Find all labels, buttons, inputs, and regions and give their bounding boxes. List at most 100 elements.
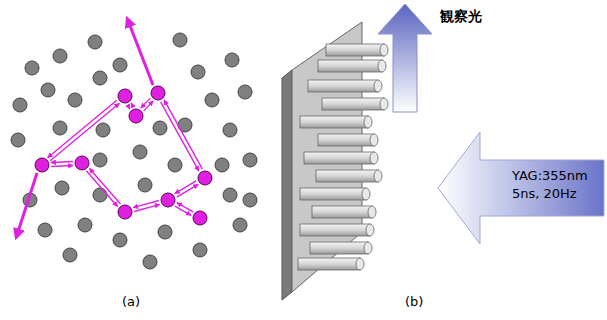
scatter-path xyxy=(128,105,130,109)
scatter-path xyxy=(51,161,73,162)
scatterer xyxy=(133,145,147,159)
scatterer xyxy=(93,188,107,202)
nanorod xyxy=(300,188,366,200)
scatterer-active xyxy=(118,89,132,103)
scatter-path xyxy=(51,165,73,166)
scatterer xyxy=(55,181,69,195)
scatterer xyxy=(68,93,82,107)
scatterer xyxy=(158,225,172,239)
scatter-path xyxy=(86,171,117,206)
scatterer-active xyxy=(198,171,212,185)
nanorod xyxy=(310,242,368,254)
scatterer xyxy=(173,33,187,47)
scatter-path xyxy=(177,203,193,212)
nanorod xyxy=(300,116,368,128)
scatterer xyxy=(88,35,102,49)
excitation-arrow xyxy=(438,132,604,244)
nanorod-end xyxy=(364,242,372,254)
nanorod-end xyxy=(368,206,376,218)
nanorod xyxy=(326,44,384,56)
scatterer xyxy=(63,248,77,262)
scatterer xyxy=(225,53,239,67)
scatterer xyxy=(53,49,67,63)
nanorod xyxy=(322,98,384,110)
nanorod xyxy=(300,224,370,236)
nanorod-end xyxy=(370,134,378,146)
scatterer-active xyxy=(129,109,143,123)
scatterer-active xyxy=(35,158,49,172)
nanorod xyxy=(304,152,374,164)
nanorod-end xyxy=(378,60,386,72)
nanorod-end xyxy=(356,258,364,270)
scatterer xyxy=(113,233,127,247)
scatterer-active xyxy=(193,211,207,225)
scatter-path xyxy=(48,100,117,157)
scatter-path xyxy=(134,204,160,211)
nanorod xyxy=(318,134,374,146)
scatterer xyxy=(243,153,257,167)
scatterer xyxy=(191,65,205,79)
nanorod-end xyxy=(366,224,374,236)
scatterer xyxy=(223,123,237,137)
panel-label: (b) xyxy=(405,294,423,310)
light-paths xyxy=(16,18,212,238)
scatterer xyxy=(41,83,55,97)
scatterer-active xyxy=(161,193,175,207)
scatterer xyxy=(53,121,67,135)
scatterer xyxy=(205,93,219,107)
nanorod-array xyxy=(298,44,388,270)
nanorod xyxy=(298,258,360,270)
scatterer xyxy=(93,153,107,167)
scatterer xyxy=(96,123,110,137)
scatterer-active xyxy=(118,205,132,219)
scatter-path xyxy=(50,103,119,160)
scatterer xyxy=(113,58,127,72)
scatter-path xyxy=(164,100,202,169)
scatterer xyxy=(25,61,39,75)
arrow-label: 5ns, 20Hz xyxy=(512,186,577,202)
nanorod-end xyxy=(364,116,372,128)
scatterer xyxy=(238,85,252,99)
escape-ray xyxy=(16,173,37,238)
observation-arrow xyxy=(378,4,432,112)
panel-label: (a) xyxy=(122,294,140,310)
scatterer xyxy=(223,188,237,202)
nanorod-end xyxy=(374,80,382,92)
scatterer xyxy=(138,178,152,192)
scatterer xyxy=(11,133,25,147)
nanorod xyxy=(316,170,378,182)
scatterer-active xyxy=(151,86,165,100)
scatterer xyxy=(38,223,52,237)
scatter-path xyxy=(133,200,159,207)
scatter-path xyxy=(175,181,197,194)
scatterer xyxy=(233,218,247,232)
scatterer xyxy=(193,243,207,257)
scatter-path xyxy=(131,103,133,107)
scatter-diagram xyxy=(11,33,257,269)
scatterer xyxy=(143,255,157,269)
scatter-path xyxy=(161,102,199,171)
scatterer-active xyxy=(75,156,89,170)
scatter-path xyxy=(89,168,120,203)
escape-ray xyxy=(127,18,153,85)
nanorod xyxy=(318,60,382,72)
scatterer xyxy=(78,218,92,232)
scatterer xyxy=(93,71,107,85)
nanorod xyxy=(308,80,378,92)
nanorod-end xyxy=(370,152,378,164)
scatterer xyxy=(243,193,257,207)
nanorod-end xyxy=(374,170,382,182)
nanorod-end xyxy=(380,98,388,110)
arrow-label: 観察光 xyxy=(440,8,482,25)
scatter-path xyxy=(144,101,154,111)
scatterer xyxy=(153,121,167,135)
scatterer xyxy=(168,158,182,172)
scatter-path xyxy=(141,98,151,108)
scatterer xyxy=(215,158,229,172)
scatterer xyxy=(13,98,27,112)
nanorod xyxy=(312,206,372,218)
nanorod-end xyxy=(362,188,370,200)
arrow-label: YAG:355nm xyxy=(512,168,588,184)
